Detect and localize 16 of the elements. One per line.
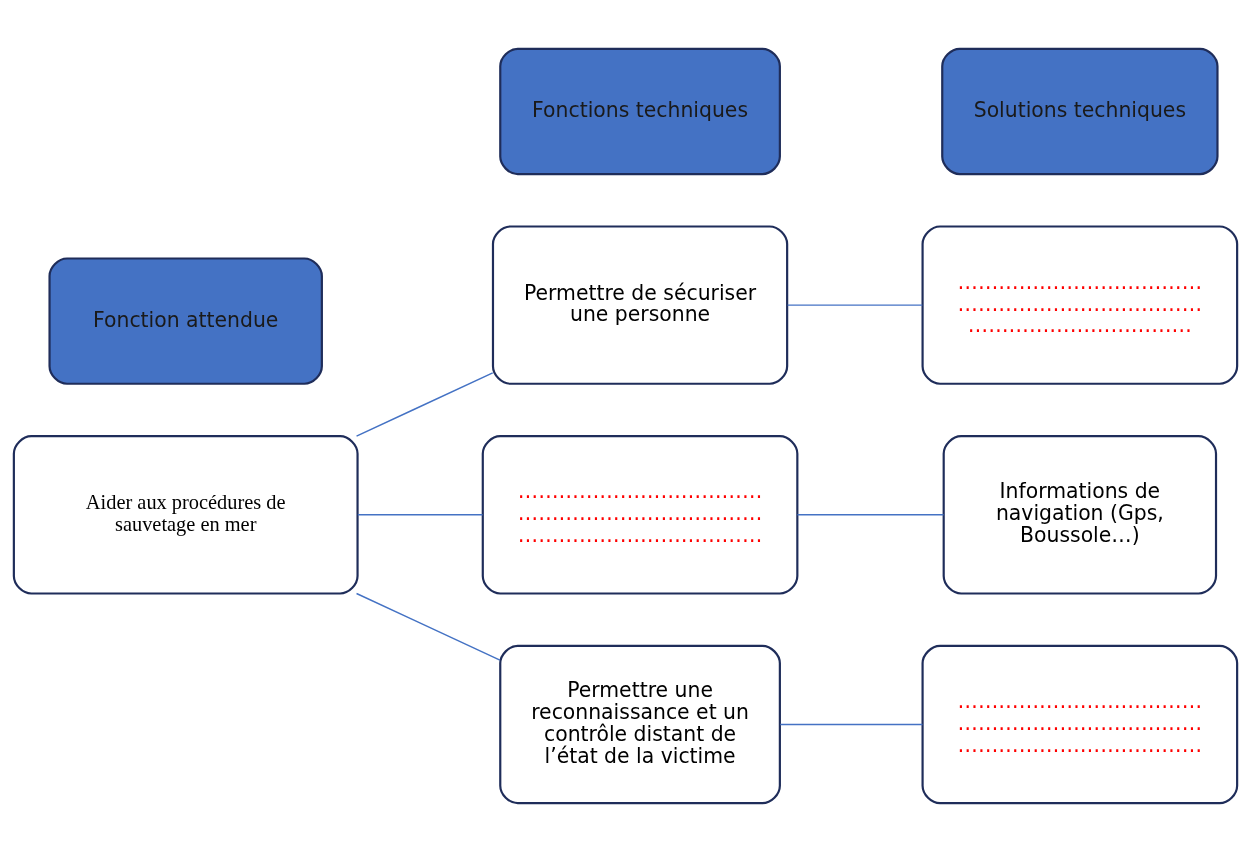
node-box: Permettre de sécuriser une personne (491, 225, 789, 385)
node-box: Permettre une reconnaissance et un contrôle distant de l’état de la victime (499, 644, 781, 805)
connector (779, 723, 924, 726)
node-box: Fonctions techniques (499, 47, 781, 176)
node-box: Informations de navigation (Gps, Boussole…) (942, 435, 1218, 595)
node-box: Fonction attendue (48, 257, 323, 385)
connector (357, 514, 484, 516)
node-box: Solutions techniques (941, 47, 1219, 176)
node-box: ……………………………… ……………………………… …………………………… (921, 225, 1239, 385)
connector (786, 304, 924, 306)
node-box: ……………………………… ……………………………… ……………………………… (481, 435, 799, 595)
connector (355, 592, 501, 661)
node-box: ……………………………… ……………………………… ……………………………… (921, 644, 1239, 805)
node-box: Aider aux procédures de sauvetage en mer (12, 435, 359, 595)
connector (355, 372, 494, 437)
connector (796, 514, 945, 516)
